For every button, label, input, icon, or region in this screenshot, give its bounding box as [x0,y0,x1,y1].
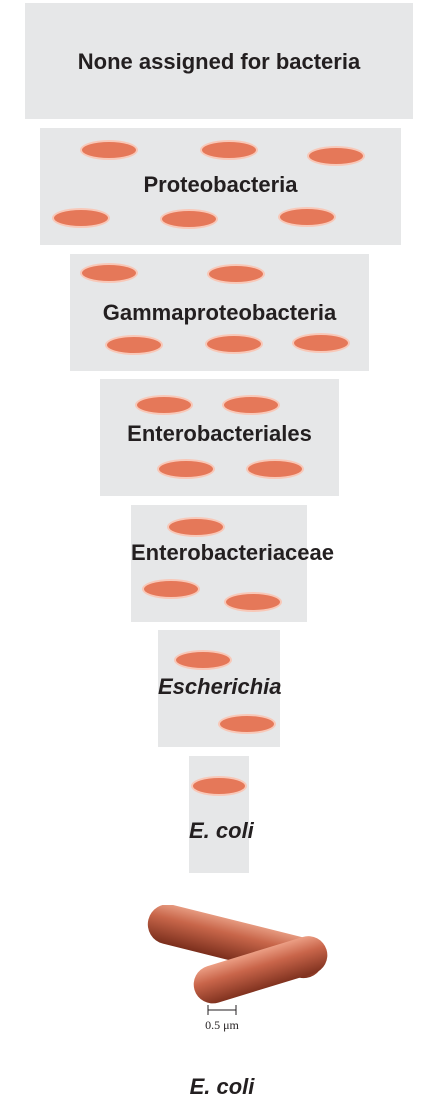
bacterium-cell [246,459,304,479]
bacterium-cell [135,395,193,415]
bacterium-cell [160,209,218,229]
level-box-escherichia: Escherichia [158,630,280,747]
level-label: Escherichia [158,674,280,700]
level-label: E. coli [189,818,249,844]
bacterium-cell [205,334,263,354]
organism-label: E. coli [0,1074,444,1100]
bacterium-cell [200,140,258,160]
bacterium-cell [80,263,138,283]
level-box-e-coli: E. coli [189,756,249,873]
scale-bar [205,1003,239,1017]
bacterium-cell [307,146,365,166]
bacterium-cell [218,714,276,734]
e-coli-cells-illustration [140,905,340,1010]
level-box-gammaproteobacteria: Gammaproteobacteria [70,254,369,371]
level-label: Gammaproteobacteria [70,300,369,326]
bacterium-cell [174,650,232,670]
level-box-proteobacteria: Proteobacteria [40,128,401,245]
bacterium-cell [80,140,138,160]
bacterium-cell [292,333,350,353]
bacterium-cell [142,579,200,599]
bacterium-cell [224,592,282,612]
level-label: Enterobacteriales [100,421,339,447]
bacterium-cell [191,776,247,796]
level-box-no-assignment: None assigned for bacteria [25,3,413,119]
level-box-enterobacteriaceae: Enterobacteriaceae [131,505,307,622]
bacterium-cell [278,207,336,227]
bacterium-cell [167,517,225,537]
bacterium-cell [52,208,110,228]
level-label: None assigned for bacteria [25,49,413,75]
bacterium-cell [105,335,163,355]
level-label: Enterobacteriaceae [131,540,307,566]
bacterium-cell [207,264,265,284]
bacterium-cell [222,395,280,415]
scale-bar-label: 0.5 μm [180,1018,264,1033]
bacterium-cell [157,459,215,479]
level-label: Proteobacteria [40,172,401,198]
level-box-enterobacteriales: Enterobacteriales [100,379,339,496]
